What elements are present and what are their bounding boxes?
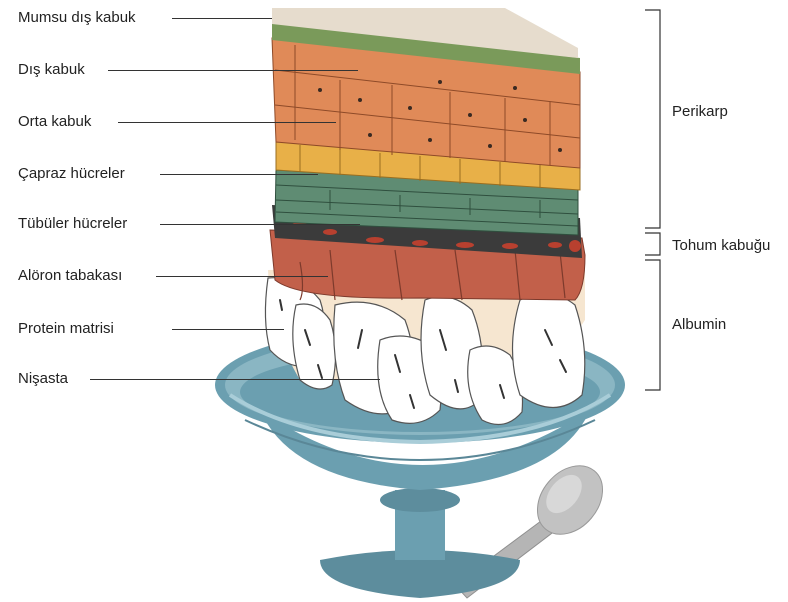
label-middle-layer: Orta kabuk bbox=[18, 113, 91, 131]
leader-line bbox=[90, 379, 380, 380]
leader-line bbox=[108, 70, 358, 71]
label-protein-matrix: Protein matrisi bbox=[18, 320, 114, 338]
label-cross-cells: Çapraz hücreler bbox=[18, 165, 125, 183]
label-outer-layer: Dış kabuk bbox=[18, 61, 85, 79]
label-tubular-cells: Tübüler hücreler bbox=[18, 215, 127, 233]
leader-line bbox=[172, 329, 284, 330]
leader-line bbox=[156, 276, 328, 277]
label-waxy-outer-layer: Mumsu dış kabuk bbox=[18, 9, 136, 27]
label-starch: Nişasta bbox=[18, 370, 68, 388]
group-label-pericarp: Perikarp bbox=[672, 103, 728, 121]
group-label-endosperm: Albumin bbox=[672, 316, 726, 334]
leader-line bbox=[160, 174, 318, 175]
leader-line bbox=[118, 122, 336, 123]
label-aleurone-layer: Alöron tabakası bbox=[18, 267, 122, 285]
leader-line bbox=[160, 224, 360, 225]
brackets bbox=[645, 10, 660, 390]
leader-line bbox=[172, 18, 272, 19]
group-label-seed-coat: Tohum kabuğu bbox=[672, 237, 770, 255]
